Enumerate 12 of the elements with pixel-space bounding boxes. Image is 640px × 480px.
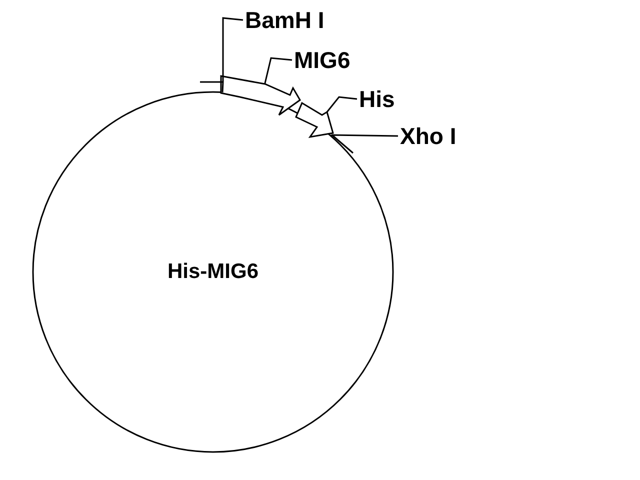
leader-line (199, 17, 244, 94)
gene-label: MIG6 (294, 47, 350, 73)
leader-line (326, 96, 358, 113)
tag-arrow (295, 102, 334, 138)
leader-line (264, 57, 292, 84)
leader-line (330, 134, 399, 154)
tag-label: His (359, 86, 395, 112)
site-label: BamH I (245, 7, 324, 33)
gene-arrow (220, 75, 301, 116)
plasmid-circle (32, 91, 394, 453)
site-label: Xho I (400, 123, 456, 149)
plasmid-name: His-MIG6 (168, 259, 259, 285)
